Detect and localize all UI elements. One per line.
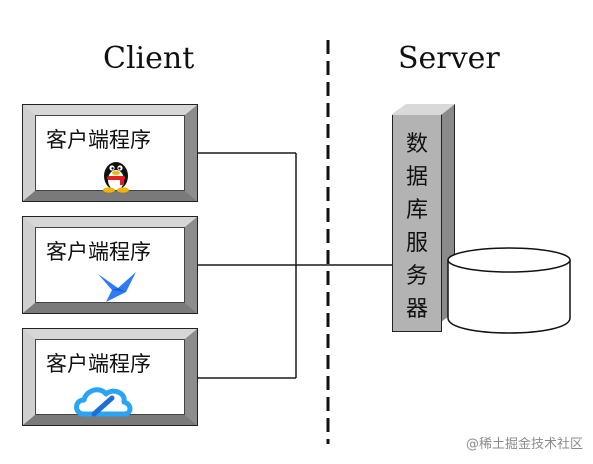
client-box-1: 客户端程序 (22, 104, 198, 202)
client-box-3: 客户端程序 (22, 328, 198, 426)
watermark: @稀土掘金技术社区 (465, 437, 583, 452)
client-label-3: 客户端程序 (46, 352, 151, 376)
cloud-icon (74, 387, 133, 417)
qq-penguin-icon (103, 162, 129, 193)
client-label-2: 客户端程序 (46, 240, 151, 264)
database-server: 数据库服务器 (392, 104, 456, 332)
client-title: Client (103, 41, 195, 76)
database-cylinder-icon (447, 247, 571, 334)
client-box-2: 客户端程序 (22, 216, 198, 314)
bird-icon (98, 272, 136, 302)
server-label: 数据库服务器 (405, 132, 428, 322)
server-title: Server (398, 41, 500, 76)
client-label-1: 客户端程序 (46, 128, 151, 152)
